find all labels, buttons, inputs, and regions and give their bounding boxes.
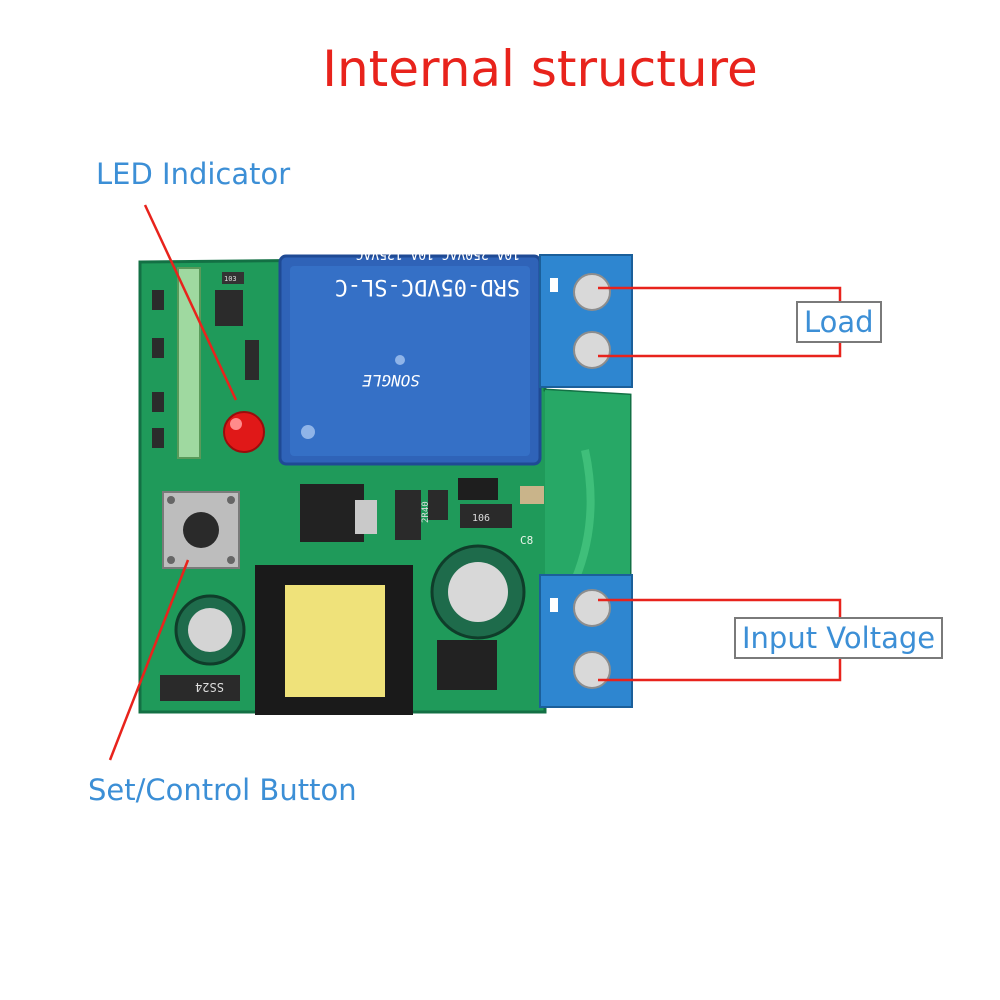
load-label: Load xyxy=(796,301,882,343)
led-indicator-label: LED Indicator xyxy=(96,157,291,191)
svg-text:10A 250VAC 10A 125VAC: 10A 250VAC 10A 125VAC xyxy=(356,246,520,261)
svg-text:103: 103 xyxy=(224,275,237,283)
svg-text:C8: C8 xyxy=(520,534,533,547)
svg-text:10A 30VDC 10A 28VDC: 10A 30VDC 10A 28VDC xyxy=(371,228,520,243)
smd-resistors xyxy=(152,290,164,448)
load-terminal xyxy=(539,254,633,388)
svg-text:SONGLE: SONGLE xyxy=(362,371,420,390)
input-terminal xyxy=(539,574,633,708)
svg-text:SS24: SS24 xyxy=(195,680,224,694)
antenna-module xyxy=(177,267,201,459)
page-title: Internal structure xyxy=(322,40,758,98)
svg-text:106: 106 xyxy=(472,513,490,524)
svg-text:SRD-05VDC-SL-C: SRD-05VDC-SL-C xyxy=(335,274,520,299)
led-indicator xyxy=(223,411,265,453)
set-control-button-label: Set/Control Button xyxy=(88,773,357,807)
input-voltage-label: Input Voltage xyxy=(734,617,944,659)
svg-text:2R40: 2R40 xyxy=(421,501,431,523)
